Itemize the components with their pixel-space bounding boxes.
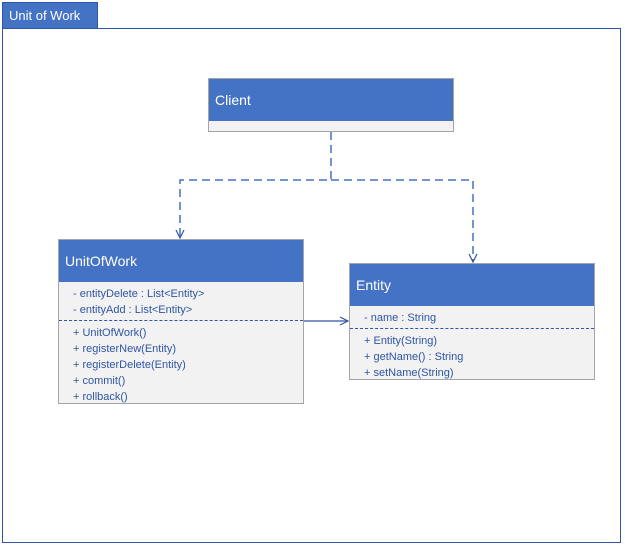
operation: + registerNew(Entity): [73, 343, 177, 355]
operation: + getName() : String: [364, 351, 464, 363]
dependency-client-unitofwork: [180, 132, 332, 238]
class-unitofwork-name: UnitOfWork: [65, 253, 138, 269]
class-entity-name: Entity: [356, 277, 392, 293]
class-unitofwork[interactable]: UnitOfWork - entityDelete : List<Entity>…: [58, 239, 304, 404]
diagram-frame: [2, 28, 621, 543]
operation: + Entity(String): [364, 335, 438, 347]
operation: + setName(String): [364, 367, 454, 379]
class-unitofwork-attributes: - entityDelete : List<Entity> - entityAd…: [59, 282, 303, 320]
class-entity-attributes: - name : String: [350, 306, 594, 328]
attribute: - entityDelete : List<Entity>: [73, 288, 205, 300]
operation: + UnitOfWork(): [73, 327, 147, 339]
class-entity-operations: + Entity(String) + getName() : String + …: [350, 328, 594, 383]
class-entity-header: Entity: [350, 264, 594, 306]
class-client[interactable]: Client: [208, 78, 454, 132]
class-client-header: Client: [209, 79, 453, 121]
dependency-client-entity: [331, 179, 473, 262]
class-unitofwork-operations: + UnitOfWork() + registerNew(Entity) + r…: [59, 320, 303, 407]
frame-title: Unit of Work: [2, 2, 98, 29]
class-client-name: Client: [215, 92, 251, 108]
class-entity[interactable]: Entity - name : String + Entity(String) …: [349, 263, 595, 380]
operation: + commit(): [73, 375, 126, 387]
operation: + registerDelete(Entity): [73, 359, 186, 371]
attribute: - name : String: [364, 312, 437, 324]
operation: + rollback(): [73, 391, 128, 403]
attribute: - entityAdd : List<Entity>: [73, 304, 193, 316]
class-unitofwork-header: UnitOfWork: [59, 240, 303, 282]
